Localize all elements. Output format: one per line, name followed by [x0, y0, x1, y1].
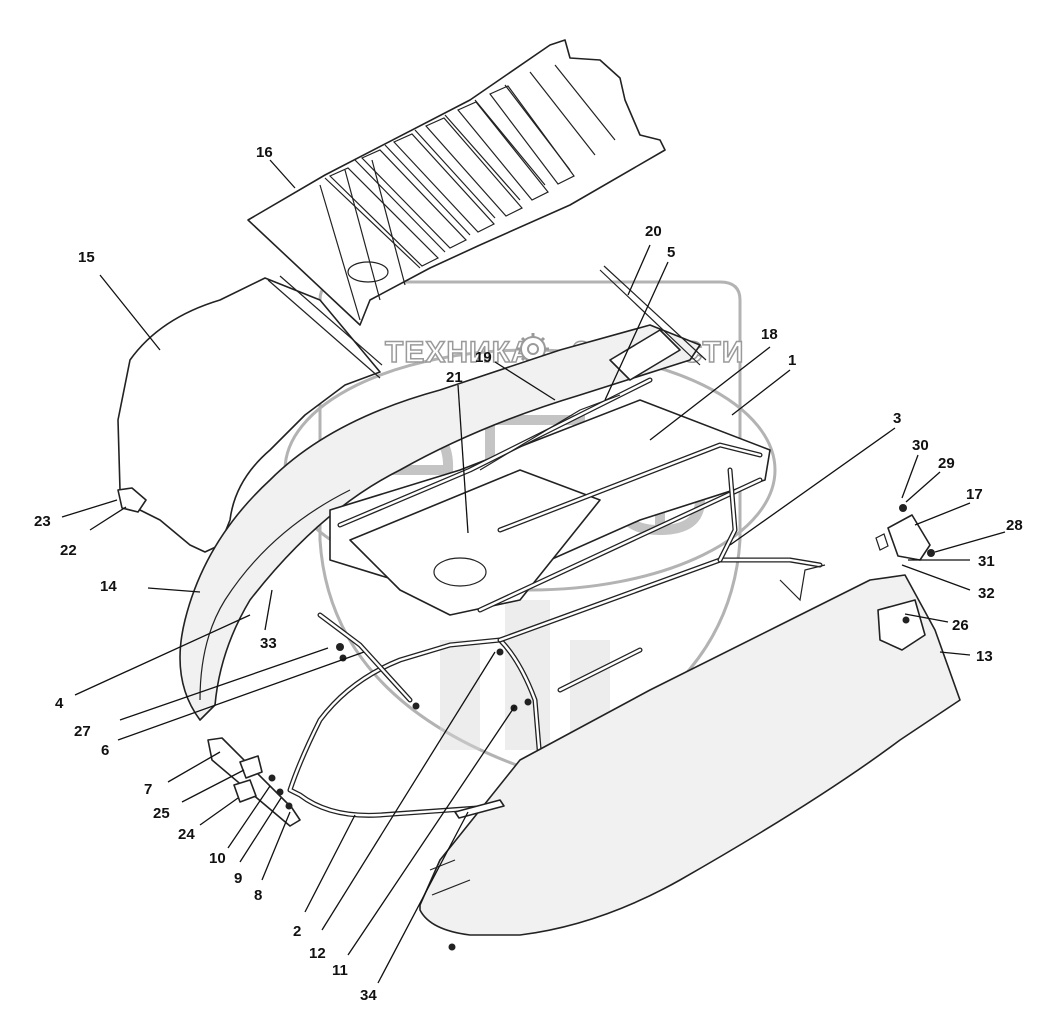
callout-23: 23 [34, 513, 51, 530]
callout-10: 10 [209, 850, 226, 867]
callout-12: 12 [309, 945, 326, 962]
callout-20: 20 [645, 223, 662, 240]
callout-25: 25 [153, 805, 170, 822]
callout-17: 17 [966, 486, 983, 503]
watermark-letters [325, 413, 705, 536]
link-arm [317, 612, 420, 710]
callout-8: 8 [254, 887, 262, 904]
callout-28: 28 [1006, 517, 1023, 534]
callout-21: 21 [446, 369, 463, 386]
callout-15: 15 [78, 249, 95, 266]
callout-34: 34 [360, 987, 377, 1004]
roof-frame [329, 265, 771, 616]
callout-4: 4 [55, 695, 64, 712]
callout-5: 5 [667, 244, 675, 261]
callout-13: 13 [976, 648, 993, 665]
callout-33: 33 [260, 635, 277, 652]
callout-2: 2 [293, 923, 301, 940]
callout-27: 27 [74, 723, 91, 740]
callout-11: 11 [332, 962, 348, 979]
callout-26: 26 [952, 617, 969, 634]
fasteners [339, 616, 910, 712]
callout-16: 16 [256, 144, 273, 161]
callout-22: 22 [60, 542, 77, 559]
callout-6: 6 [101, 742, 109, 759]
callout-24: 24 [178, 826, 195, 843]
callout-14: 14 [100, 578, 117, 595]
callout-29: 29 [938, 455, 955, 472]
callout-32: 32 [978, 585, 995, 602]
callout-31: 31 [978, 553, 995, 570]
watermark-left-word: ТЕХНИКА [385, 336, 534, 369]
callout-19: 19 [475, 349, 492, 366]
arch-tube [287, 467, 826, 818]
callout-3: 3 [893, 410, 901, 427]
callout-9: 9 [234, 870, 242, 887]
side-bracket [875, 504, 935, 561]
callout-30: 30 [912, 437, 929, 454]
callout-1: 1 [788, 352, 796, 369]
side-panel [419, 574, 961, 951]
callout-18: 18 [761, 326, 778, 343]
rear-cover [117, 275, 383, 553]
roof-panel [247, 39, 666, 326]
callout-7: 7 [144, 781, 152, 798]
leader-lines [61, 159, 1006, 984]
callout-labels: 1 2 3 4 5 6 7 8 9 10 11 12 13 14 15 16 1… [34, 144, 1023, 1004]
